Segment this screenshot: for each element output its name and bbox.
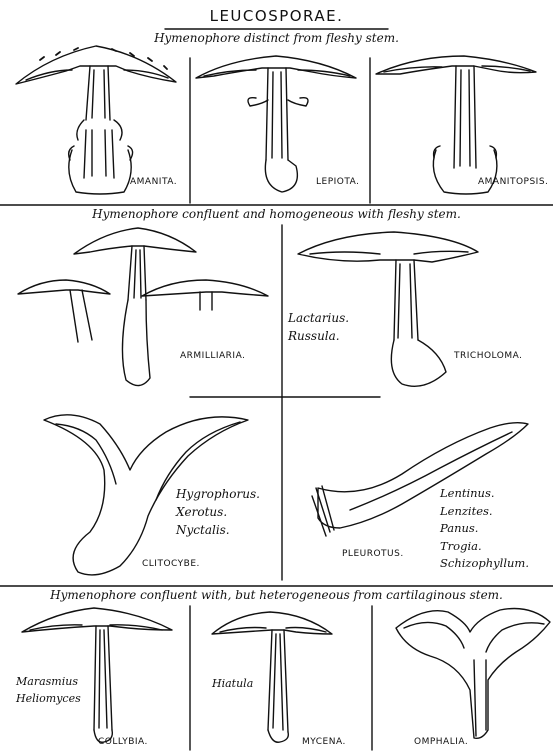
subgenus-label: Lactarius. bbox=[288, 312, 349, 324]
subgenus-label: Russula. bbox=[288, 330, 349, 342]
section-note-1: Hymenophore distinct from fleshy stem. bbox=[0, 31, 553, 45]
amanita-drawing bbox=[16, 46, 176, 194]
genus-label-armilliaria: ARMILLIARIA. bbox=[180, 352, 245, 361]
subgenus-label: Nyctalis. bbox=[176, 524, 260, 536]
subgenera-tricholoma: Lactarius. Russula. bbox=[288, 312, 349, 348]
genus-label-omphalia: OMPHALIA. bbox=[414, 738, 468, 747]
subgenus-label: Trogia. bbox=[440, 541, 529, 553]
subgenus-label: Panus. bbox=[440, 523, 529, 535]
genus-label-clitocybe: CLITOCYBE. bbox=[142, 560, 200, 569]
section-note-2: Hymenophore confluent and homogeneous wi… bbox=[0, 207, 553, 221]
amanitopsis-drawing bbox=[376, 56, 536, 194]
subgenera-pleurotus: Lentinus. Lenzites. Panus. Trogia. Schiz… bbox=[440, 488, 529, 576]
subgenus-label: Hygrophorus. bbox=[176, 488, 260, 500]
subgenus-label: Heliomyces bbox=[16, 693, 81, 704]
subgenus-label-hiatula: Hiatula bbox=[212, 678, 253, 689]
lepiota-drawing bbox=[196, 56, 356, 192]
genus-label-amanitopsis: AMANITOPSIS. bbox=[478, 178, 548, 187]
section-note-3: Hymenophore confluent with, but heteroge… bbox=[0, 588, 553, 602]
subgenus-label: Lentinus. bbox=[440, 488, 529, 500]
subgenera-clitocybe: Hygrophorus. Xerotus. Nyctalis. bbox=[176, 488, 260, 542]
genus-label-tricholoma: TRICHOLOMA. bbox=[454, 352, 522, 361]
genus-label-collybia: COLLYBIA. bbox=[98, 738, 148, 747]
genus-label-lepiota: LEPIOTA. bbox=[316, 178, 360, 187]
subgenus-label: Xerotus. bbox=[176, 506, 260, 518]
armilliaria-drawing bbox=[18, 228, 268, 386]
plate-title: LEUCOSPORAE. bbox=[0, 7, 553, 25]
subgenus-label: Lenzites. bbox=[440, 506, 529, 518]
genus-label-pleurotus: PLEUROTUS. bbox=[342, 550, 404, 559]
genus-label-mycena: MYCENA. bbox=[302, 738, 346, 747]
subgenera-collybia: Marasmius Heliomyces bbox=[16, 676, 81, 710]
subgenus-label: Marasmius bbox=[16, 676, 81, 687]
genus-label-amanita: AMANITA. bbox=[130, 178, 177, 187]
subgenus-label: Schizophyllum. bbox=[440, 558, 529, 570]
omphalia-drawing bbox=[396, 609, 550, 739]
tricholoma-drawing bbox=[298, 232, 478, 386]
